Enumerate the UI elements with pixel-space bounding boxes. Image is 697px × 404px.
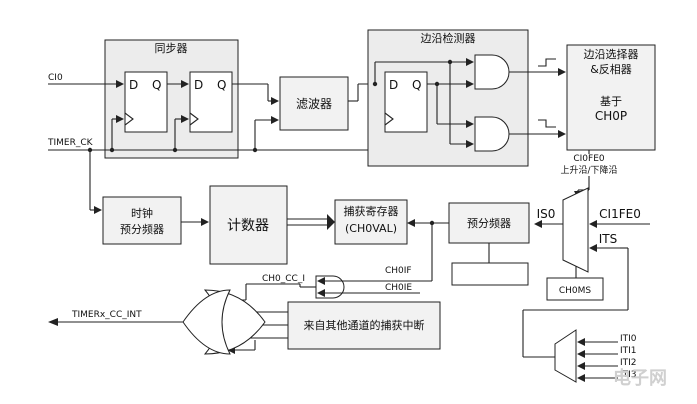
ff2-clock-icon xyxy=(189,112,199,126)
rising-edge-icon xyxy=(538,58,556,67)
filter-label: 滤波器 xyxy=(296,97,332,111)
clock-prescaler-title: 时钟 xyxy=(131,206,153,220)
ff3-d-label: D xyxy=(389,78,398,92)
its-mux xyxy=(554,329,577,383)
ff3-q-label: Q xyxy=(412,78,421,92)
interrupt-and-gate xyxy=(315,275,345,299)
filter-block xyxy=(279,76,349,131)
edge-flipflop xyxy=(384,71,428,133)
sync-flipflop-2 xyxy=(189,71,233,133)
sync-flipflop-1 xyxy=(124,71,168,133)
iti1-label: ITI1 xyxy=(620,346,637,356)
watermark: 电子网 xyxy=(613,367,667,389)
ch0ie-arrowhead xyxy=(317,289,325,297)
clock-prescaler-subtitle: 预分频器 xyxy=(120,222,164,236)
junction-dot xyxy=(429,220,435,226)
timer-ck-label: TIMER_CK xyxy=(47,138,94,148)
synchronizer-label: 同步器 xyxy=(155,42,188,55)
edge-selector-block xyxy=(566,44,656,151)
ch0-cc-i-label: CH0_CC_I xyxy=(262,274,305,284)
falling-edge-icon xyxy=(538,119,556,128)
prescaler-block xyxy=(448,202,530,244)
counter-bus-arrowhead xyxy=(327,214,335,230)
edge-selector-subtitle: &反相器 xyxy=(590,63,632,76)
ff1-clock-icon xyxy=(124,112,134,126)
capture-register-name: (CH0VAL) xyxy=(345,222,397,235)
edge-detector-label: 边沿检测器 xyxy=(421,31,476,45)
timerx-cc-int-label: TIMERx_CC_INT xyxy=(71,310,142,320)
ci1fe0-label: CI1FE0 xyxy=(599,207,641,221)
ch0if-arrowhead xyxy=(317,277,325,285)
iti2-label: ITI2 xyxy=(620,358,637,368)
capture-register-label: 捕获寄存器 xyxy=(344,204,399,218)
falling-edge-and-gate xyxy=(474,116,510,152)
ff3-clock-icon xyxy=(384,112,394,126)
ff2-d-label: D xyxy=(194,78,203,92)
ch0if-label: CH0IF xyxy=(385,266,412,276)
prescaler-label: 预分频器 xyxy=(467,216,511,230)
other-channels-label: 来自其他通道的捕获中断 xyxy=(304,318,425,332)
its-label: ITS xyxy=(599,232,618,246)
ff1-q-label: Q xyxy=(152,78,161,92)
other-channels-block xyxy=(287,301,441,350)
ff2-q-label: Q xyxy=(217,78,226,92)
ff1-d-label: D xyxy=(129,78,138,92)
iti0-label: ITI0 xyxy=(620,334,637,344)
ch0ms-label: CH0MS xyxy=(559,286,592,296)
counter-block xyxy=(209,185,288,265)
input-select-mux xyxy=(562,187,589,273)
rising-edge-and-gate xyxy=(474,54,510,90)
ci0-label: CI0 xyxy=(48,73,63,83)
edge-selector-basis: 基于 xyxy=(600,95,622,108)
ch0capppsc-register xyxy=(451,262,529,286)
int-out-arrowhead xyxy=(48,318,58,326)
edge-note-label: 上升沿/下降沿 xyxy=(560,164,617,176)
edge-selector-ch0p: CH0P xyxy=(595,109,627,123)
ch0ms-register xyxy=(546,277,604,301)
counter-label: 计数器 xyxy=(227,218,269,234)
ci0fe0-label: CI0FE0 xyxy=(573,154,605,164)
iti3-label: ITI3 xyxy=(620,370,637,380)
clock-prescaler-block xyxy=(102,196,182,245)
ch0ie-label: CH0IE xyxy=(385,283,412,293)
edge-selector-title: 边沿选择器 xyxy=(584,47,639,61)
is0-label: IS0 xyxy=(537,207,556,221)
interrupt-or-gate-body xyxy=(182,289,231,355)
